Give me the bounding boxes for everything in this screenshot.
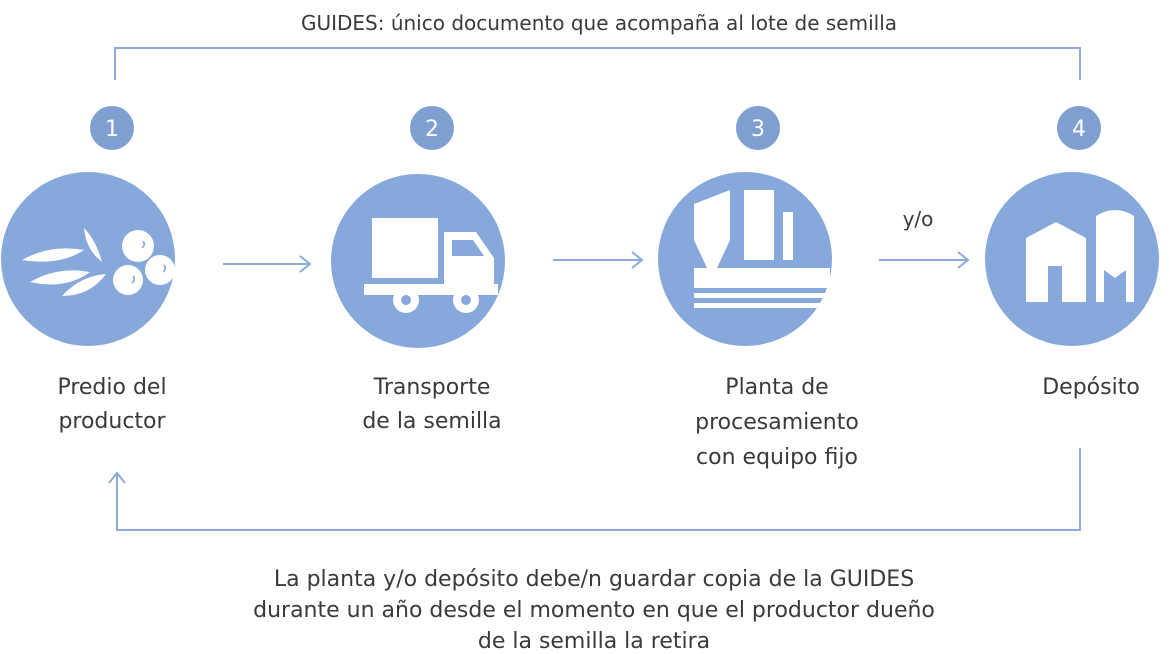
- truck-icon: [331, 174, 505, 348]
- step-number-3: 3: [751, 117, 765, 142]
- step-label-2-line-1: Transporte: [373, 375, 491, 400]
- step-number-4: 4: [1072, 117, 1086, 142]
- top-bracket: [114, 47, 1081, 80]
- step-badge-2: 2: [410, 106, 454, 150]
- bottom-note-line-1: La planta y/o depósito debe/n guardar co…: [274, 567, 914, 592]
- step-badge-3: 3: [736, 106, 780, 150]
- step-number-2: 2: [425, 117, 439, 142]
- step-label-1-line-2: productor: [58, 409, 166, 434]
- step-label-4-line-1: Depósito: [1042, 375, 1140, 400]
- step-label-1-line-1: Predio del: [57, 375, 166, 400]
- arrow-3-4: [879, 251, 970, 269]
- bottom-note-line-3: de la semilla la retira: [478, 629, 710, 654]
- top-note: GUIDES: único documento que acompaña al …: [301, 11, 897, 35]
- bottom-note-line-2: durante un año desde el momento en que e…: [253, 598, 935, 623]
- step-label-3-line-1: Planta de: [725, 375, 828, 400]
- step-number-1: 1: [105, 117, 119, 142]
- step-badge-4: 4: [1057, 106, 1101, 150]
- return-bracket: [116, 448, 1081, 531]
- step-label-2-line-2: de la semilla: [362, 409, 501, 434]
- arrow-1-2: [223, 255, 312, 273]
- seeds-leaves-icon: [1, 172, 175, 346]
- step-label-3-line-3: con equipo fijo: [696, 445, 858, 470]
- arrow-2-3: [553, 251, 644, 269]
- warehouse-silo-icon: [985, 172, 1159, 346]
- step-label-3-line-2: procesamiento: [695, 410, 859, 435]
- return-arrow-head: [108, 471, 126, 484]
- step-badge-1: 1: [90, 106, 134, 150]
- processing-plant-icon: [658, 172, 834, 346]
- connector-label: y/o: [903, 207, 934, 231]
